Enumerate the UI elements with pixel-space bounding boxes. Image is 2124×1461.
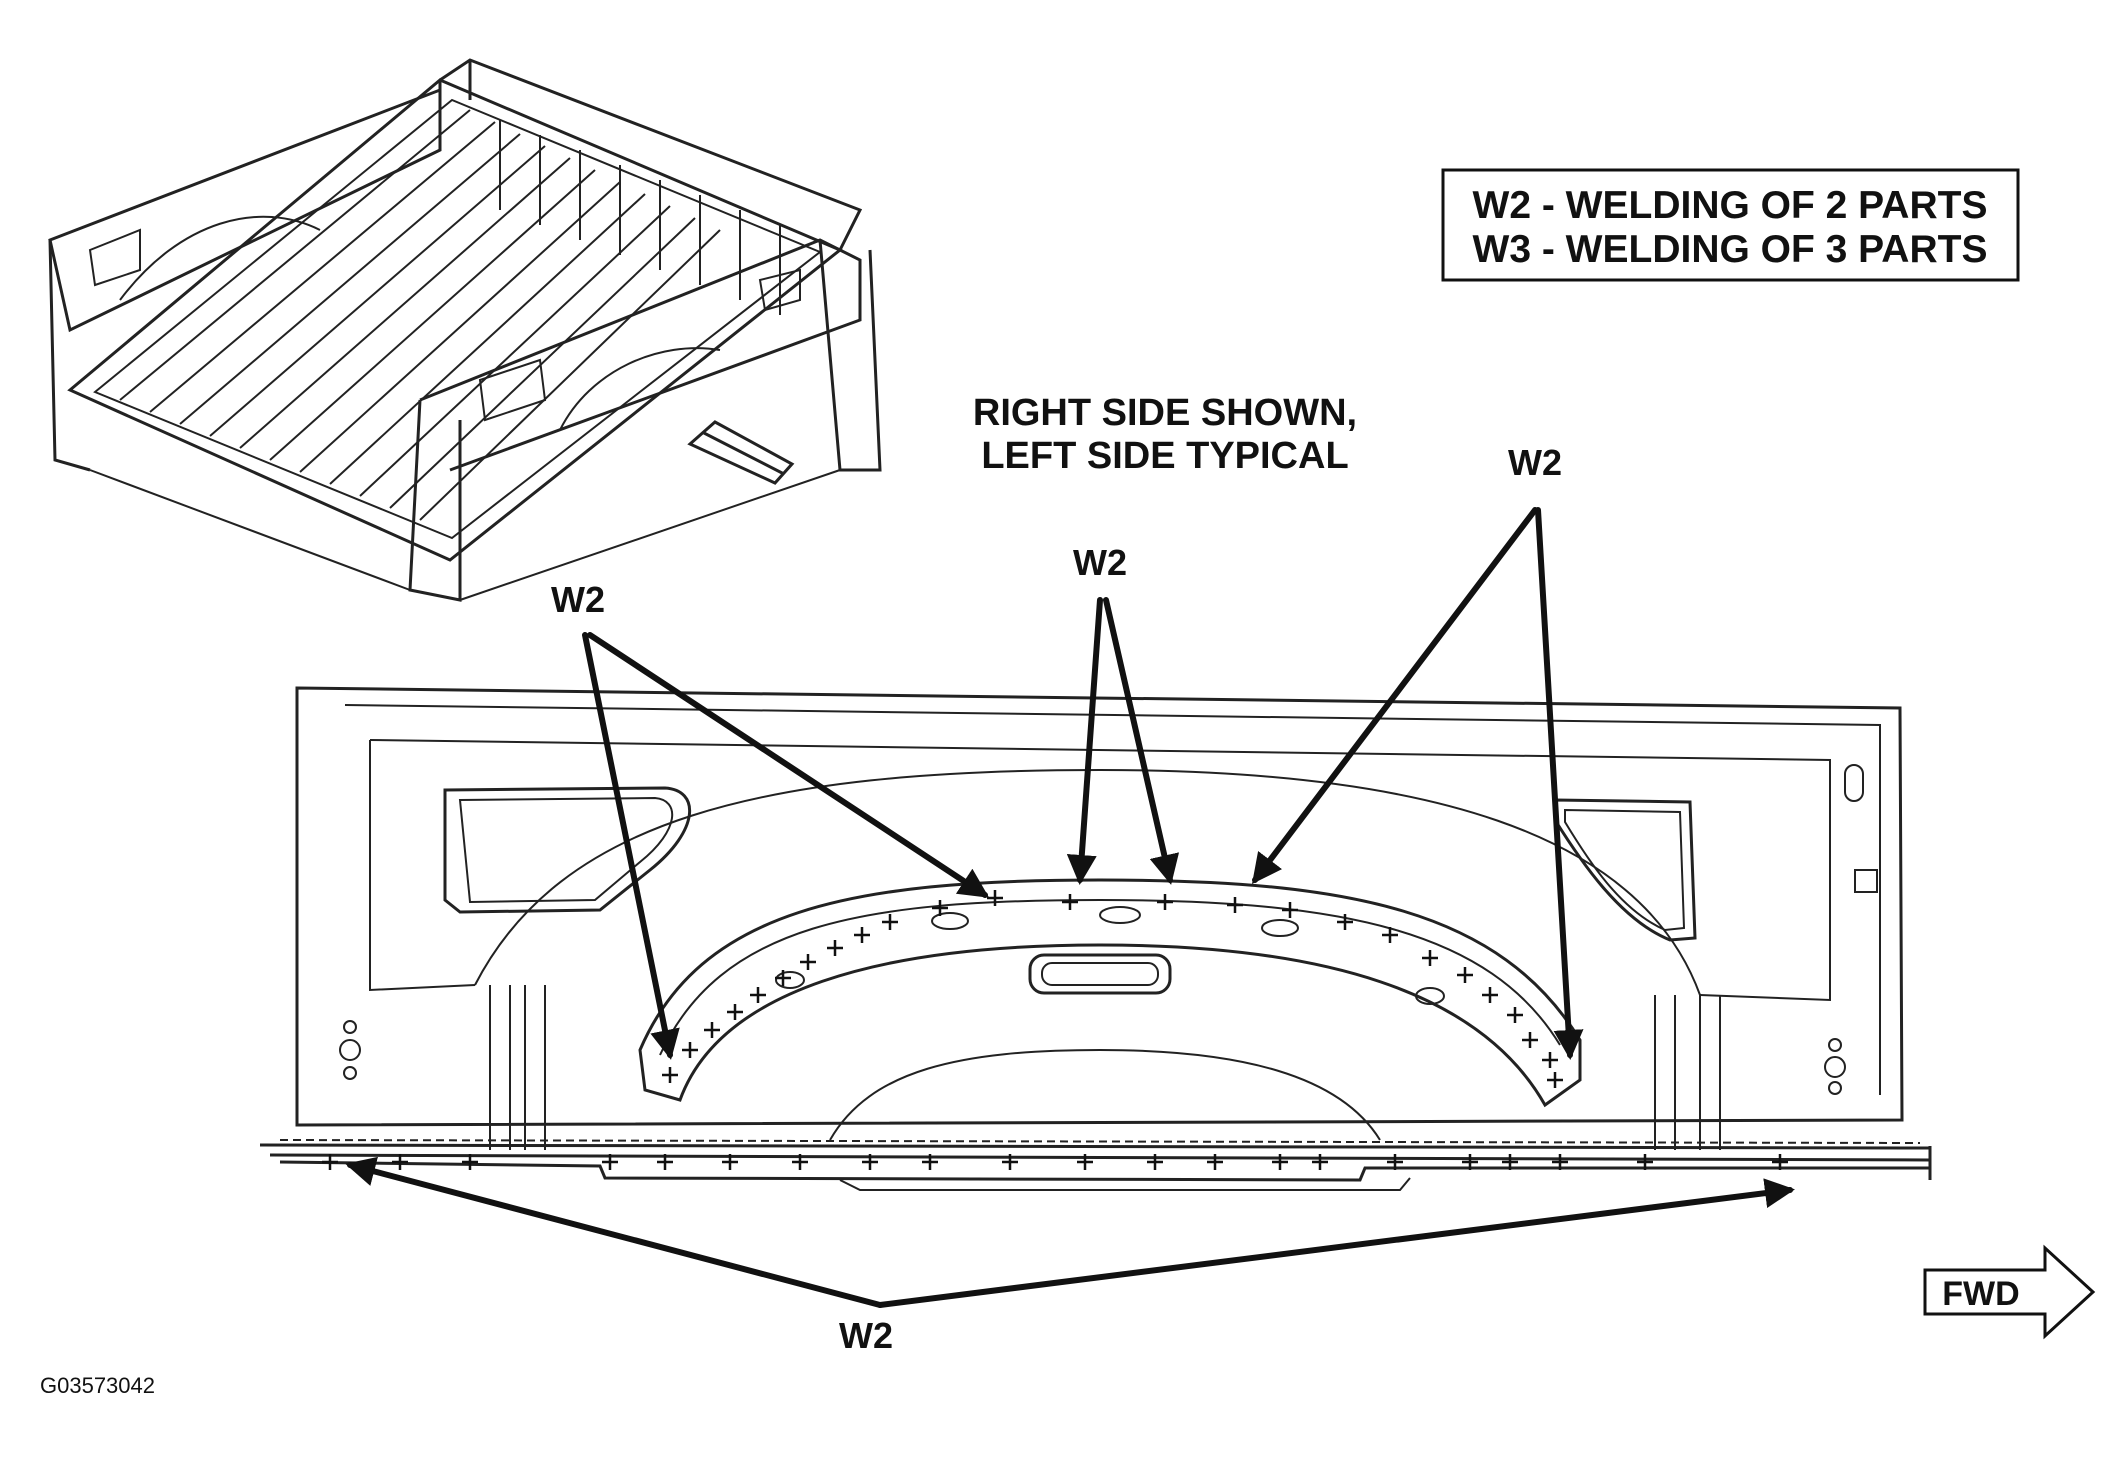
weld-point-plus-icon — [1282, 902, 1298, 918]
weld-point-plus-icon — [704, 1022, 720, 1038]
weld-point-plus-icon — [1457, 967, 1473, 983]
forward-arrow-icon: FWD — [1923, 1244, 2096, 1340]
weld-point-plus-icon — [922, 1154, 938, 1170]
note-line-2: LEFT SIDE TYPICAL — [981, 435, 1348, 477]
leader-left-1 — [582, 632, 680, 1060]
view-direction-arrow-icon — [687, 420, 795, 485]
weld-point-plus-icon — [1387, 1154, 1403, 1170]
weld-point-plus-icon — [1157, 894, 1173, 910]
weld-point-plus-icon — [827, 940, 843, 956]
leader-right-1 — [1251, 507, 1538, 884]
weld-point-plus-icon — [750, 987, 766, 1003]
weld-point-plus-icon — [1547, 1072, 1563, 1088]
weld-point-plus-icon — [800, 954, 816, 970]
weld-point-plus-icon — [882, 914, 898, 930]
weld-point-marks — [322, 890, 1788, 1170]
weld-point-plus-icon — [1382, 927, 1398, 943]
weld-point-plus-icon — [1507, 1007, 1523, 1023]
weld-point-plus-icon — [1312, 1154, 1328, 1170]
weld-point-plus-icon — [662, 1067, 678, 1083]
note-line-1: RIGHT SIDE SHOWN, — [973, 392, 1357, 434]
weld-point-plus-icon — [392, 1154, 408, 1170]
figure-id: G03573042 — [40, 1373, 155, 1398]
weld-point-plus-icon — [1227, 897, 1243, 913]
weld-point-plus-icon — [1147, 1154, 1163, 1170]
leader-bottom-2 — [877, 1178, 1795, 1308]
weld-point-plus-icon — [322, 1154, 338, 1170]
callout-leaders — [345, 507, 1795, 1308]
weld-point-plus-icon — [1062, 894, 1078, 910]
weld-legend: W2 - WELDING OF 2 PARTS W3 - WELDING OF … — [1441, 168, 2020, 282]
front-wall-ribs — [499, 120, 781, 315]
callout-label-right: W2 — [1508, 442, 1562, 483]
callout-label-center: W2 — [1073, 542, 1127, 583]
weld-point-plus-icon — [987, 890, 1003, 906]
legend-box — [1441, 168, 2020, 282]
weld-point-plus-icon — [462, 1154, 478, 1170]
weld-point-plus-icon — [722, 1154, 738, 1170]
weld-point-plus-icon — [932, 900, 948, 916]
weld-point-plus-icon — [1002, 1154, 1018, 1170]
leader-center-2 — [1103, 597, 1180, 885]
leader-right-2 — [1535, 507, 1584, 1060]
weld-point-plus-icon — [1502, 1154, 1518, 1170]
weld-point-plus-icon — [1077, 1154, 1093, 1170]
weld-point-plus-icon — [1272, 1154, 1288, 1170]
legend-line-w3: W3 - WELDING OF 3 PARTS — [1473, 228, 1988, 271]
weld-point-plus-icon — [1637, 1154, 1653, 1170]
weld-point-plus-icon — [1337, 914, 1353, 930]
weld-point-plus-icon — [1207, 1154, 1223, 1170]
weld-point-plus-icon — [1542, 1052, 1558, 1068]
weld-point-plus-icon — [682, 1042, 698, 1058]
weld-point-plus-icon — [1422, 950, 1438, 966]
leader-center-1 — [1066, 597, 1103, 885]
legend-line-w2: W2 - WELDING OF 2 PARTS — [1473, 184, 1988, 227]
callout-label-left: W2 — [551, 579, 605, 620]
truck-bed-illustration — [48, 58, 882, 602]
weld-point-plus-icon — [602, 1154, 618, 1170]
weld-point-plus-icon — [657, 1154, 673, 1170]
weld-point-plus-icon — [1462, 1154, 1478, 1170]
weld-point-plus-icon — [1772, 1154, 1788, 1170]
bed-floor-ribs — [119, 109, 721, 521]
weld-point-plus-icon — [1552, 1154, 1568, 1170]
callout-label-bottom: W2 — [839, 1315, 893, 1356]
weld-point-plus-icon — [1522, 1032, 1538, 1048]
leader-bottom-1 — [345, 1156, 883, 1308]
weld-point-plus-icon — [1482, 987, 1498, 1003]
weld-point-plus-icon — [862, 1154, 878, 1170]
leader-left-2 — [587, 632, 990, 898]
weld-point-plus-icon — [727, 1004, 743, 1020]
view-note: RIGHT SIDE SHOWN, LEFT SIDE TYPICAL — [973, 392, 1357, 477]
weld-point-plus-icon — [792, 1154, 808, 1170]
weld-point-plus-icon — [775, 970, 791, 986]
weld-point-plus-icon — [854, 927, 870, 943]
fwd-label: FWD — [1942, 1275, 2019, 1313]
side-panel-drawing — [259, 686, 1932, 1191]
